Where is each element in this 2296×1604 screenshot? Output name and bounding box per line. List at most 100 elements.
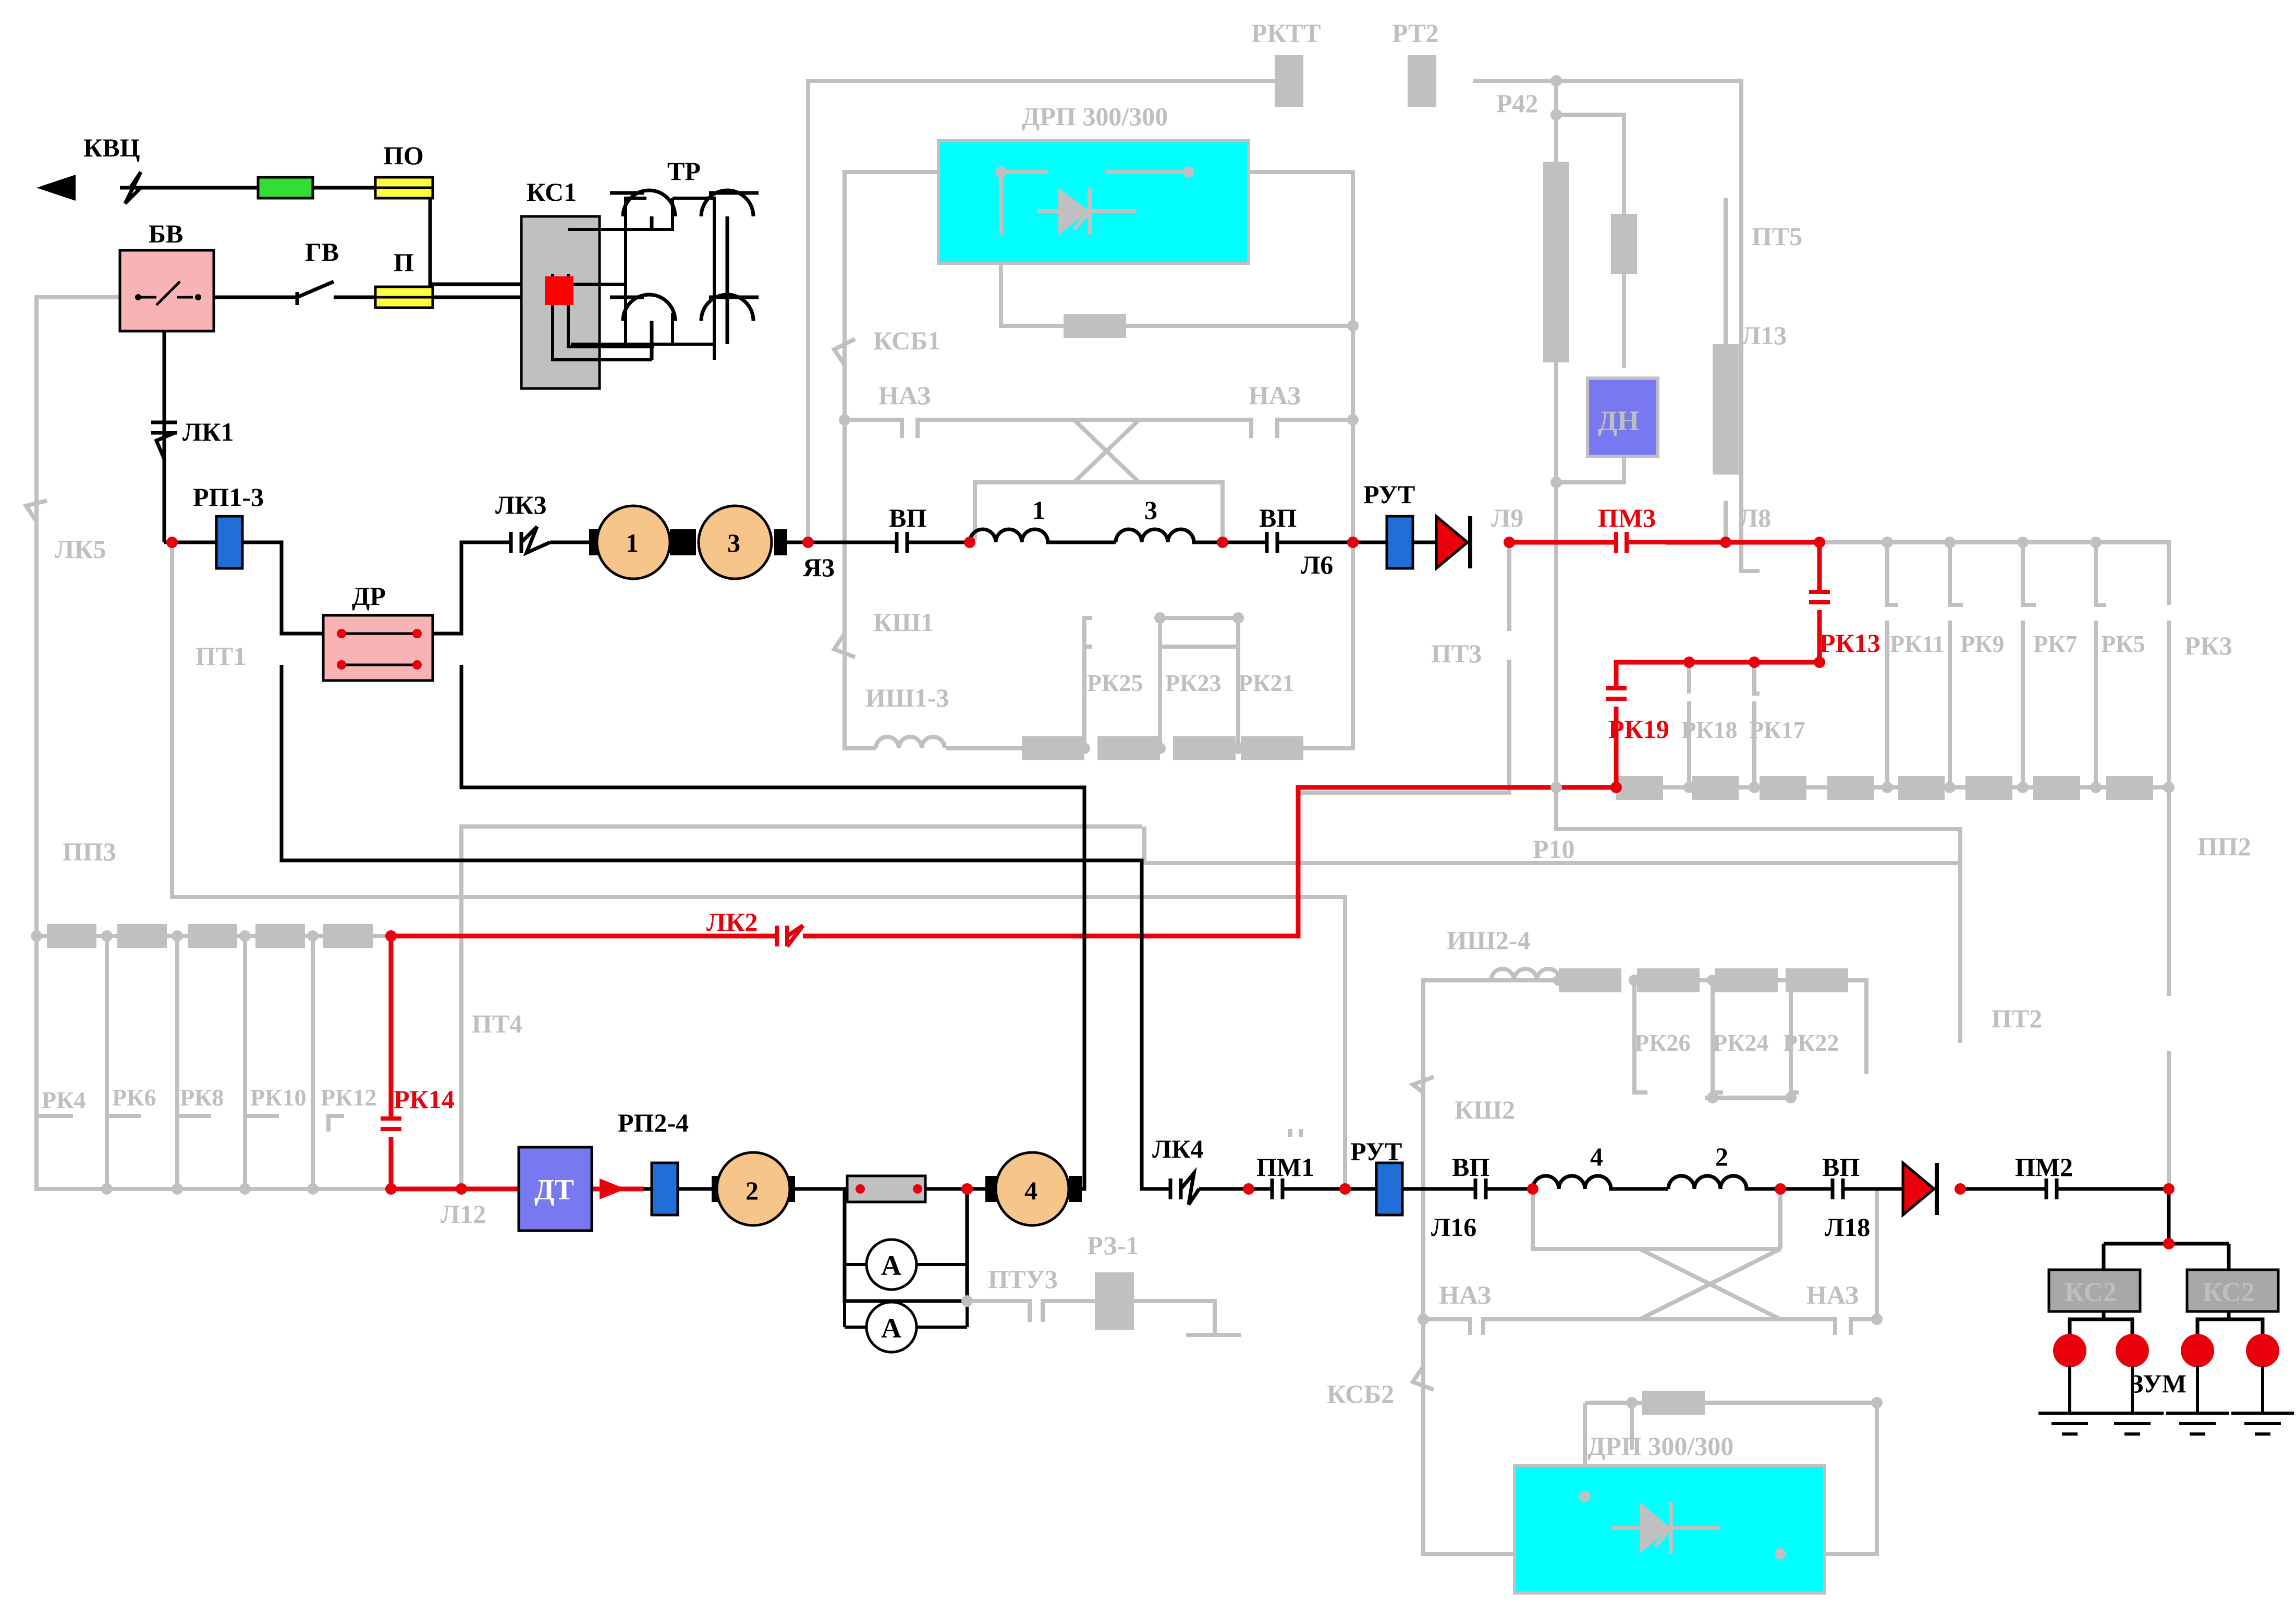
highlighted-path — [388, 540, 1822, 1192]
label-rk12: РК12 — [321, 1084, 376, 1111]
diode-bottom — [1901, 1160, 1939, 1218]
label-rk24: РК24 — [1713, 1029, 1768, 1056]
label-rktt: РКТТ — [1251, 18, 1321, 47]
label-rp13: РП1-3 — [193, 482, 264, 512]
bus-resistor-3 — [1760, 776, 1806, 800]
rp24-element — [650, 1161, 679, 1217]
junction-dots — [166, 537, 2175, 1249]
label-dn: ДН — [1598, 405, 1639, 436]
label-vp-top-left: ВП — [889, 503, 926, 532]
label-l12: Л12 — [441, 1199, 486, 1229]
vp-bottom-right-contact — [1830, 1178, 1848, 1199]
label-dr: ДР — [352, 581, 386, 611]
motor-4 — [994, 1151, 1070, 1227]
ish13-coil — [874, 735, 947, 749]
label-naz-br: НАЗ — [1806, 1280, 1859, 1309]
rut-top-element — [1385, 515, 1414, 570]
gv-switch — [295, 280, 335, 305]
rt2-resistor — [1408, 55, 1436, 107]
label-l18: Л18 — [1825, 1212, 1870, 1242]
label-kvts: КВЦ — [83, 133, 140, 162]
left-bank-resistor-5 — [323, 924, 373, 948]
vp-bottom-left-contact — [1473, 1178, 1494, 1199]
label-drp-bottom: ДРП 300/300 — [1587, 1431, 1733, 1461]
rp13-element — [215, 515, 244, 570]
label-rk22: РК22 — [1783, 1029, 1839, 1056]
rk23-resistor — [1097, 736, 1160, 760]
label-rk6: РК6 — [112, 1084, 156, 1111]
vp-top-left-contact — [895, 532, 918, 553]
label-zum: ЗУМ — [2130, 1369, 2187, 1398]
label-m4: 4 — [1024, 1176, 1037, 1205]
dt-arrow-icon — [600, 1178, 626, 1199]
label-rut-top: РУТ — [1363, 480, 1415, 509]
bus-resistor-5 — [1898, 776, 1945, 800]
label-l8: Л8 — [1739, 503, 1771, 532]
label-pp3: ПП3 — [63, 837, 116, 866]
tr-arc-2 — [699, 188, 755, 217]
label-dt: ДТ — [534, 1174, 574, 1206]
motor-2 — [715, 1151, 791, 1227]
label-pt2: ПТ2 — [1992, 1004, 2042, 1033]
label-lk5: ЛК5 — [55, 534, 106, 564]
label-coil2: 2 — [1715, 1142, 1728, 1171]
lk3-contact — [509, 525, 551, 556]
rk25-resistor — [1022, 736, 1084, 760]
l13-resistor — [1713, 344, 1739, 475]
lamp-4-icon — [2246, 1334, 2279, 1367]
label-m3: 3 — [727, 528, 740, 557]
label-amm1: A — [881, 1250, 901, 1281]
label-ish24: ИШ2-4 — [1447, 926, 1530, 955]
dt-box — [517, 1146, 593, 1232]
label-rk17: РК17 — [1749, 716, 1805, 743]
label-pm2: ПМ2 — [2015, 1152, 2073, 1182]
label-ksb2: КСБ2 — [1327, 1379, 1394, 1408]
ish24-resistor-3 — [1715, 968, 1778, 992]
left-bank-resistor-2 — [117, 924, 167, 948]
ish24-resistor-2 — [1637, 968, 1700, 992]
label-rut-bottom: РУТ — [1350, 1137, 1402, 1166]
bus-resistor-7 — [2033, 776, 2080, 800]
label-drp-top: ДРП 300/300 — [1022, 102, 1168, 131]
lamp-1-icon — [2053, 1334, 2086, 1367]
lk1-contact — [151, 420, 177, 459]
ks1-block — [520, 197, 716, 390]
label-ksb1: КСБ1 — [873, 326, 941, 355]
ks2-right-block — [2185, 1268, 2280, 1313]
ks1-contact — [545, 276, 573, 305]
label-rk19: РК19 — [1608, 714, 1669, 744]
bus-resistor-1 — [1616, 776, 1663, 800]
label-tr: ТР — [667, 156, 701, 186]
blue-elements — [215, 515, 1414, 1217]
pm1-contact — [1270, 1178, 1288, 1199]
label-lk3: ЛК3 — [495, 490, 547, 519]
label-pt4: ПТ4 — [472, 1009, 522, 1038]
label-rk13: РК13 — [1819, 628, 1880, 658]
shunt — [846, 1174, 927, 1204]
label-rk5: РК5 — [2101, 630, 2145, 657]
label-ish13: ИШ1-3 — [865, 683, 949, 712]
label-rk3: РК3 — [2184, 631, 2232, 660]
lamp-2-icon — [2116, 1334, 2149, 1367]
rz1-resistor — [1095, 1272, 1134, 1330]
label-rk9: РК9 — [1960, 630, 2004, 657]
label-coil4: 4 — [1590, 1142, 1603, 1171]
label-rt2: РТ2 — [1392, 18, 1439, 47]
label-naz-tr: НАЗ — [1249, 381, 1301, 410]
bv-relay — [118, 249, 215, 333]
label-ksh1: КШ1 — [873, 607, 934, 637]
dn-box — [1586, 376, 1659, 458]
label-ptu3: ПТУ3 — [988, 1265, 1058, 1294]
inactive-coils — [874, 735, 1562, 981]
label-rk26: РК26 — [1634, 1029, 1690, 1056]
left-bank-resistor-4 — [255, 924, 305, 948]
label-rk4: РК4 — [42, 1087, 86, 1113]
label-rz1: РЗ-1 — [1087, 1231, 1139, 1260]
ks2-left-block — [2047, 1268, 2142, 1313]
lamp-3-icon — [2181, 1334, 2214, 1367]
label-l6: Л6 — [1301, 550, 1333, 579]
label-ks1: КС1 — [527, 177, 577, 206]
inactive-contacts — [1288, 1129, 1303, 1137]
rut-bottom-element — [1375, 1161, 1404, 1217]
